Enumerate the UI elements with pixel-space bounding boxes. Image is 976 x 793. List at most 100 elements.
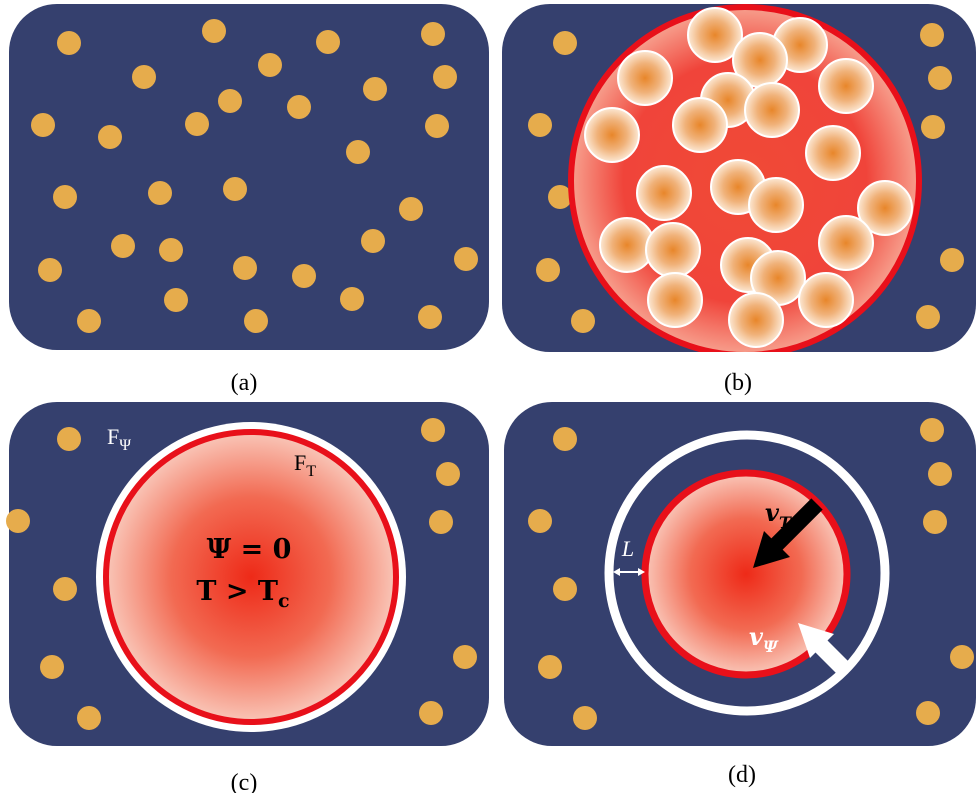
particle [940,248,964,272]
particle [453,645,477,669]
particle [920,23,944,47]
particle [57,31,81,55]
particle [148,181,172,205]
nucleated-bubble [617,50,673,106]
panel-d-outer-front [604,430,890,716]
particle [77,309,101,333]
panel-d-caption: (d) [728,762,756,788]
particle [346,140,370,164]
particle [287,95,311,119]
nucleated-bubble [818,215,874,271]
particle [159,238,183,262]
nucleated-bubble [857,180,913,236]
particle [77,706,101,730]
panel-c-caption: (c) [231,770,258,793]
panel-b: (b) [502,4,976,396]
particle [399,197,423,221]
panel-b-caption: (b) [724,370,752,396]
particle [31,113,55,137]
particle [425,114,449,138]
particle [111,234,135,258]
panel-d-label-v-t: vT [765,498,792,532]
particle [916,305,940,329]
nucleated-bubble [687,7,743,63]
particle [340,287,364,311]
panel-d-arrow-v-t [753,498,823,568]
panel-c-temperature: T > Tc [196,576,289,612]
panel-c-order-parameter: Ψ = 0 [207,534,292,565]
nucleated-bubble [818,58,874,114]
particle [98,125,122,149]
particle [40,655,64,679]
particle [436,462,460,486]
particle [223,177,247,201]
panel-d-label-v-psi: vΨ [749,622,779,656]
particle [921,115,945,139]
particle [57,427,81,451]
particle [923,510,947,534]
nucleated-bubble [805,125,861,181]
nucleated-bubble [748,177,804,233]
nucleated-bubble [645,222,701,278]
particle [218,89,242,113]
particle [6,509,30,533]
nucleated-bubble [584,107,640,163]
particle [454,247,478,271]
nucleated-bubble [728,292,784,348]
particle [38,258,62,282]
nucleated-bubble [798,272,854,328]
particle [418,305,442,329]
particle [571,309,595,333]
panel-a-box [9,4,489,350]
particle [429,510,453,534]
particle [185,112,209,136]
panel-d-gap-marker [613,568,645,576]
particle [538,655,562,679]
panel-c-particles [6,418,477,730]
panel-a: (a) [9,4,489,396]
panel-c-droplet [103,429,399,725]
particle [363,77,387,101]
particle [421,22,445,46]
panel-c-label-f-t: FT [294,450,316,480]
particle [421,418,445,442]
particle [553,577,577,601]
nucleated-bubble [647,272,703,328]
panel-b-nucleated-bubbles [584,7,913,348]
panel-c: FΨ FT Ψ = 0 T > Tc (c) [6,402,489,793]
particle [950,645,974,669]
particle [528,113,552,137]
particle [433,65,457,89]
panel-d-arrow-v-psi [798,623,853,678]
particle [202,19,226,43]
panel-b-particles [528,23,964,333]
particle [536,258,560,282]
particle [548,185,572,209]
particle [361,229,385,253]
particle [164,288,188,312]
particle [233,256,257,280]
panel-d: L vT vΨ (d) [504,402,976,788]
panel-d-label-l: L [621,536,634,561]
particle [292,264,316,288]
particle [419,701,443,725]
particle [53,577,77,601]
nucleated-bubble [636,165,692,221]
particle [553,427,577,451]
panel-d-particles [528,418,974,730]
particle [928,462,952,486]
panel-c-label-f-psi: FΨ [107,424,131,454]
particle [573,706,597,730]
particle [553,31,577,55]
panel-a-caption: (a) [231,370,258,396]
particle [316,30,340,54]
particle [132,65,156,89]
particle [258,53,282,77]
nucleated-bubble [744,82,800,138]
particle [916,701,940,725]
particle [528,509,552,533]
particle [53,185,77,209]
nucleated-bubble [672,97,728,153]
particle [928,66,952,90]
